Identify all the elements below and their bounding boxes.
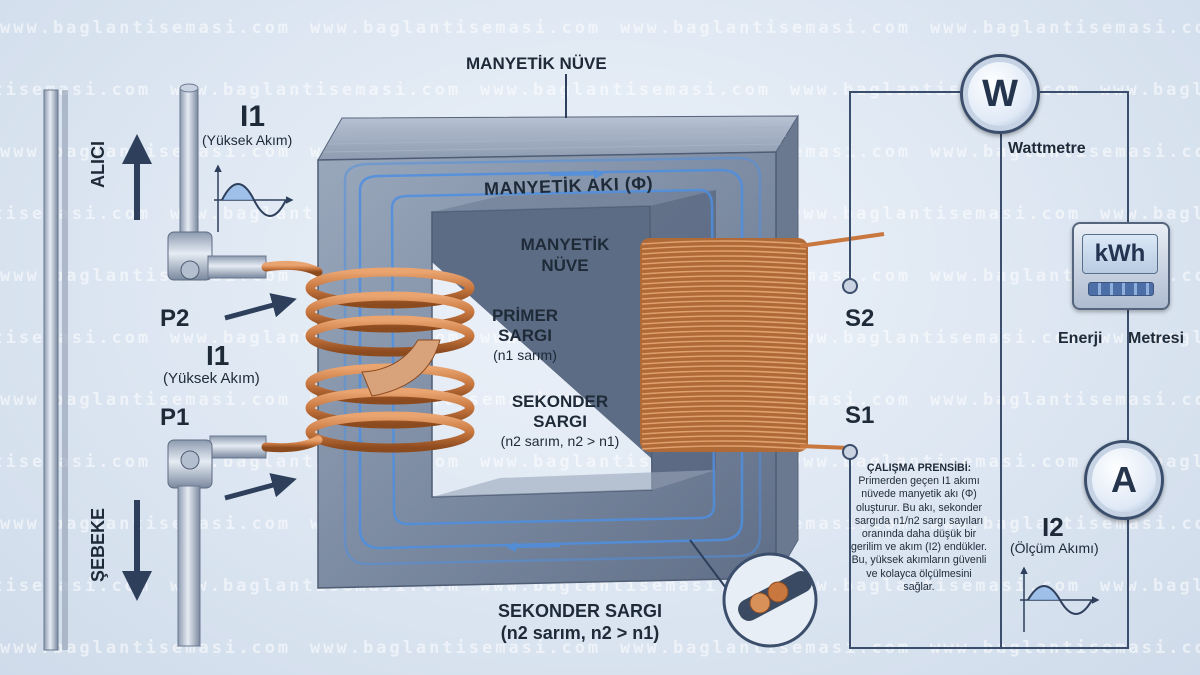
secondary-turn (641, 335, 807, 340)
i1-mid-sublabel: (Yüksek Akım) (163, 370, 260, 387)
secondary-turn (641, 370, 807, 375)
secondary-turn (641, 285, 807, 290)
s2-terminal (842, 278, 858, 294)
ammeter-symbol: A (1111, 459, 1137, 500)
secondary-turn (641, 355, 807, 360)
cable-detail (689, 539, 818, 648)
kwh-display: kWh (1082, 234, 1158, 274)
core-inner-line1: MANYETİK (520, 235, 610, 254)
secondary-turn (641, 345, 807, 350)
p2-conductor (167, 83, 267, 281)
secondary-turn (641, 290, 807, 295)
i1-top-label: I1 (240, 100, 266, 133)
p2-current-arrow (224, 293, 297, 321)
secondary-turn (641, 320, 807, 325)
wattmeter-symbol: W (982, 72, 1018, 115)
i1-top-sublabel: (Yüksek Akım) (202, 132, 293, 148)
secondary-turn (641, 380, 807, 385)
secondary-bottom-line2: (n2 sarım, n2 > n1) (500, 623, 660, 643)
kwh-bar (1088, 282, 1154, 296)
secondary-bottom-line1: SEKONDER SARGI (497, 601, 663, 621)
secondary-turn (641, 280, 807, 285)
secondary-turn (641, 415, 807, 420)
secondary-turn (641, 265, 807, 270)
secondary-winding (640, 232, 885, 452)
secondary-turn (641, 445, 807, 450)
secondary-line3: (n2 sarım, n2 > n1) (500, 433, 620, 449)
secondary-turn (641, 400, 807, 405)
core-inner-label: MANYETİK NÜVE (505, 234, 625, 276)
secondary-label: SEKONDER SARGI (n2 sarım, n2 > n1) (480, 392, 640, 450)
primary-label: PRİMER SARGI (n1 sarım) (470, 306, 580, 364)
p1-current-arrow (224, 473, 297, 501)
core-top-label: MANYETİK NÜVE (466, 54, 607, 73)
principle-title: ÇALIŞMA PRENSİBİ: (866, 462, 972, 474)
sebeke-label: ŞEBEKE (88, 507, 108, 582)
secondary-turn (641, 440, 807, 445)
secondary-turn (641, 410, 807, 415)
secondary-turn (641, 350, 807, 355)
i1-sine-graph (214, 164, 294, 232)
secondary-turn (641, 305, 807, 310)
secondary-turn (641, 270, 807, 275)
secondary-bottom-label: SEKONDER SARGI (n2 sarım, n2 > n1) (470, 600, 690, 644)
enerji-label: Enerji (1058, 330, 1103, 347)
primary-winding (261, 260, 475, 453)
p2-label: P2 (160, 305, 190, 332)
p1-label: P1 (160, 404, 190, 431)
secondary-turn (641, 420, 807, 425)
secondary-turn (641, 360, 807, 365)
secondary-turn (641, 340, 807, 345)
wattmetre-label: Wattmetre (1008, 140, 1086, 157)
secondary-turn (641, 325, 807, 330)
working-principle: ÇALIŞMA PRENSİBİ: Primerden geçen I1 akı… (850, 462, 988, 594)
primary-line2: SARGI (498, 326, 552, 345)
secondary-turn (641, 310, 807, 315)
left-bus-bar (43, 89, 68, 651)
secondary-turn (641, 405, 807, 410)
secondary-turn (641, 245, 807, 250)
measurement-wires (849, 91, 1129, 649)
secondary-line2: SARGI (533, 412, 587, 431)
secondary-turn (641, 365, 807, 370)
s1-terminal (842, 444, 858, 460)
secondary-turn (641, 275, 807, 280)
secondary-turn (641, 255, 807, 260)
secondary-turn (641, 330, 807, 335)
secondary-turn (641, 395, 807, 400)
secondary-turn (641, 295, 807, 300)
primary-line3: (n1 sarım) (493, 347, 557, 363)
secondary-turn (641, 260, 807, 265)
secondary-turn (641, 375, 807, 380)
primary-line1: PRİMER (491, 306, 559, 325)
secondary-turn (641, 385, 807, 390)
i2-sine-graph (1020, 566, 1100, 632)
i1-mid-label: I1 (206, 340, 230, 371)
secondary-turn (641, 315, 807, 320)
principle-body: Primerden geçen I1 akımı nüvede manyetik… (850, 475, 987, 593)
secondary-turn (641, 390, 807, 395)
secondary-line1: SEKONDER (511, 392, 609, 411)
alici-label: ALICI (88, 141, 108, 188)
p1-conductor (167, 435, 267, 647)
wattmeter: W (960, 54, 1040, 134)
primary-cutaway (361, 339, 441, 397)
secondary-turn (641, 430, 807, 435)
energy-meter: kWh (1072, 222, 1170, 310)
secondary-turn (641, 250, 807, 255)
core-inner-line2: NÜVE (541, 256, 589, 275)
secondary-turn (641, 425, 807, 430)
i2-label: I2 (1042, 512, 1064, 542)
s1-label: S1 (845, 402, 875, 429)
secondary-turn (641, 435, 807, 440)
i2-sublabel: (Ölçüm Akımı) (1010, 540, 1099, 556)
ammeter: A (1084, 440, 1164, 520)
secondary-turn (641, 240, 807, 245)
secondary-turn (641, 300, 807, 305)
s2-label: S2 (845, 305, 875, 332)
metresi-label: Metresi (1128, 330, 1185, 347)
